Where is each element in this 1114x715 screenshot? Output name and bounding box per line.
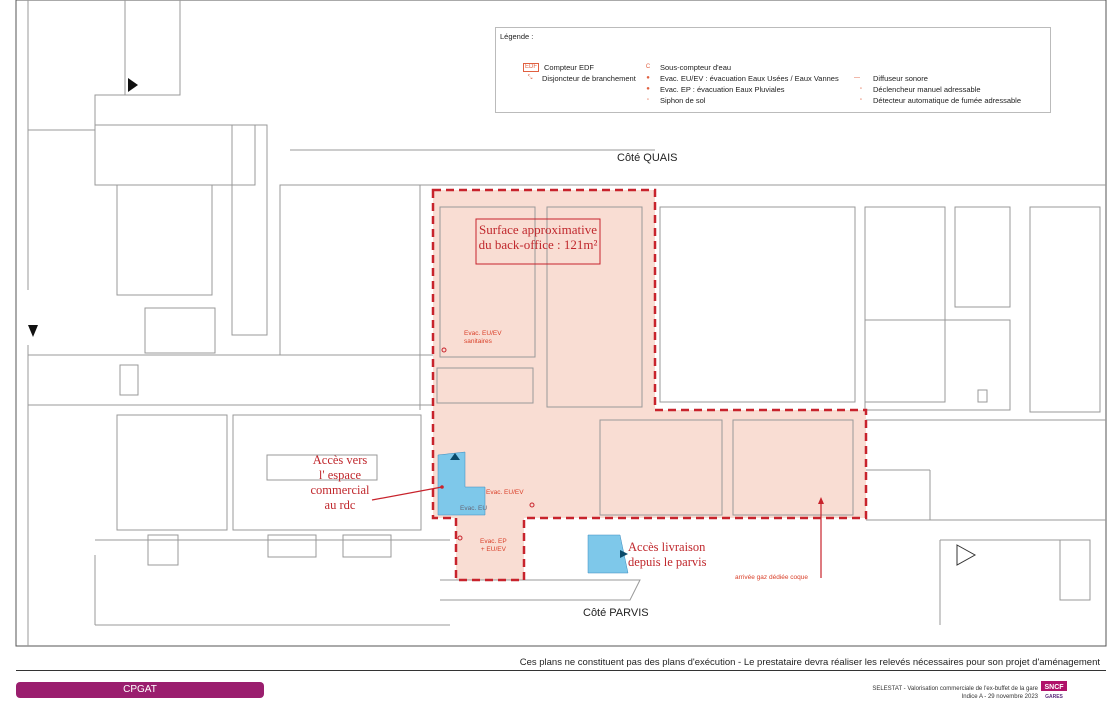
manual-trigger-icon: ▫ xyxy=(859,86,863,92)
side-bottom-label: Côté PARVIS xyxy=(583,607,649,619)
floor-plan xyxy=(15,0,1107,647)
svg-text:SNCF: SNCF xyxy=(1044,684,1064,691)
label-line: commercial xyxy=(310,483,370,497)
legend: Légende : EDF Compteur EDF ⤡ Disjoncteur d… xyxy=(495,27,1051,113)
legend-item-euev: ● Evac. EU/EV : évacuation Eaux Usées / E… xyxy=(641,74,839,83)
label-line: sanitaires xyxy=(464,338,492,345)
legend-label: Evac. EU/EV : évacuation Eaux Usées / Ea… xyxy=(660,74,839,83)
drain-icon: ● xyxy=(646,75,650,81)
legend-label: Siphon de sol xyxy=(660,96,706,105)
sncf-gares-logo: SNCF GARES xyxy=(1041,681,1067,700)
legend-label: Sous-compteur d'eau xyxy=(660,63,732,72)
edf-meter-icon: EDF xyxy=(523,63,539,72)
disclaimer: Ces plans ne constituent pas des plans d… xyxy=(519,657,1100,668)
gaz-label: arrivée gaz dédiée coque xyxy=(735,574,808,581)
floor-siphon-icon: ▫ xyxy=(646,97,650,103)
label-line: Evac. EU/EV xyxy=(464,330,502,337)
legend-item-breaker: ⤡ Disjoncteur de branchement xyxy=(523,74,636,83)
legend-item-siphon: ▫ Siphon de sol xyxy=(641,96,706,105)
acces-rdc-label: Accès vers l' espace commercial au rdc xyxy=(300,453,380,513)
back-office-zone xyxy=(433,190,866,580)
legend-label: Compteur EDF xyxy=(544,63,595,72)
legend-title: Légende : xyxy=(500,32,534,41)
legend-item-submeter: C Sous-compteur d'eau xyxy=(641,63,731,72)
smoke-detector-icon: ▫ xyxy=(859,97,863,103)
evac-ep-label: Evac. EP + EU/EV xyxy=(480,538,507,554)
surface-line: du back-office : 121m² xyxy=(478,237,598,252)
speaker-icon: — xyxy=(854,75,860,81)
acces-livraison-label: Accès livraison depuis le parvis xyxy=(628,540,706,570)
project-index: Indice A - 29 novembre 2023 xyxy=(961,694,1038,700)
drain-icon: ● xyxy=(646,86,650,92)
project-title: SELESTAT - Valorisation commerciale de l… xyxy=(872,686,1038,692)
legend-label: Disjoncteur de branchement xyxy=(542,74,636,83)
legend-item-smoke-detector: ▫ Détecteur automatique de fumée adressab… xyxy=(854,96,1021,105)
footer-divider xyxy=(16,670,1106,671)
legend-item-ep: ● Evac. EP : évacuation Eaux Pluviales xyxy=(641,85,785,94)
label-line: Evac. EP xyxy=(480,538,507,545)
stair-icon xyxy=(437,451,629,574)
evac-euev-label: Evac. EU/EV xyxy=(486,489,524,496)
evac-sanitaires-label: Evac. EU/EV sanitaires xyxy=(464,330,502,346)
project-info: SELESTAT - Valorisation commerciale de l… xyxy=(872,685,1038,701)
label-line: Accès livraison xyxy=(628,540,706,554)
legend-label: Evac. EP : évacuation Eaux Pluviales xyxy=(660,85,785,94)
legend-label: Diffuseur sonore xyxy=(873,74,928,83)
legend-item-speaker: — Diffuseur sonore xyxy=(846,74,928,83)
legend-label: Déclencheur manuel adressable xyxy=(873,85,981,94)
label-line: + EU/EV xyxy=(480,546,506,553)
surface-line: Surface approximative xyxy=(478,222,598,237)
label-line: Accès vers xyxy=(312,453,368,467)
label-line: depuis le parvis xyxy=(628,555,707,569)
side-top-label: Côté QUAIS xyxy=(617,152,678,164)
surface-label: Surface approximative du back-office : 1… xyxy=(478,222,598,252)
cpgat-badge: CPGAT xyxy=(16,682,264,698)
back-office-dashed-outline xyxy=(431,188,868,582)
breaker-icon: ⤡ xyxy=(527,75,533,81)
evac-eu-label: Evac. EU xyxy=(460,505,488,512)
legend-item-edf: EDF Compteur EDF xyxy=(523,63,594,72)
svg-text:GARES: GARES xyxy=(1045,694,1063,700)
legend-item-manual-trigger: ▫ Déclencheur manuel adressable xyxy=(854,85,981,94)
legend-label: Détecteur automatique de fumée adressabl… xyxy=(873,96,1022,105)
water-submeter-icon: C xyxy=(645,64,651,70)
label-line: au rdc xyxy=(324,498,356,512)
label-line: l' espace xyxy=(318,468,362,482)
